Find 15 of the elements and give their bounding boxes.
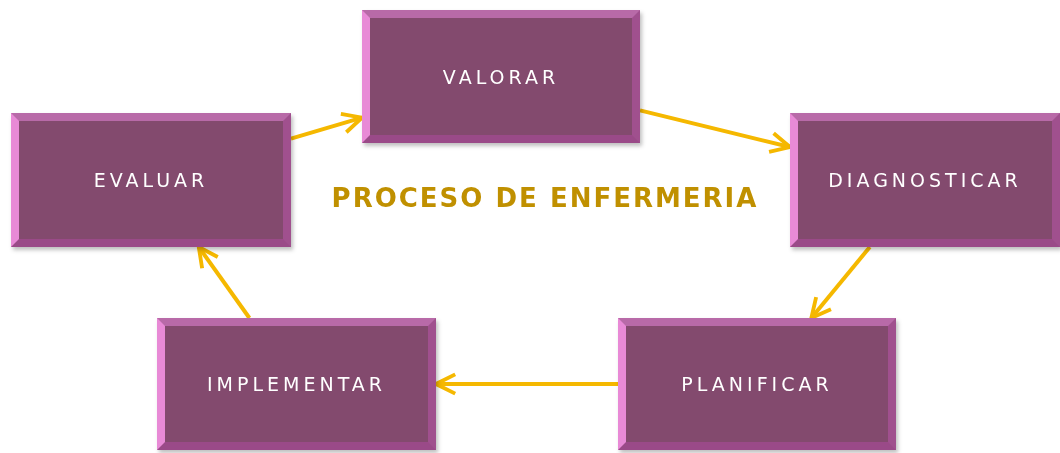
arrow (196, 245, 252, 320)
box-label: IMPLEMENTAR (207, 373, 386, 395)
box-label: PLANIFICAR (681, 373, 833, 395)
box-label: EVALUAR (93, 169, 209, 191)
arrow (809, 245, 872, 320)
arrow (639, 108, 792, 154)
diagram-title: PROCESO DE ENFERMERIA (330, 183, 760, 213)
arrow (290, 111, 364, 141)
process-box (157, 318, 436, 450)
process-box (790, 113, 1060, 247)
process-box (618, 318, 896, 450)
process-box (362, 10, 640, 143)
box-label: DIAGNOSTICAR (828, 169, 1022, 191)
box-label: VALORAR (442, 65, 560, 88)
process-box (11, 113, 291, 247)
